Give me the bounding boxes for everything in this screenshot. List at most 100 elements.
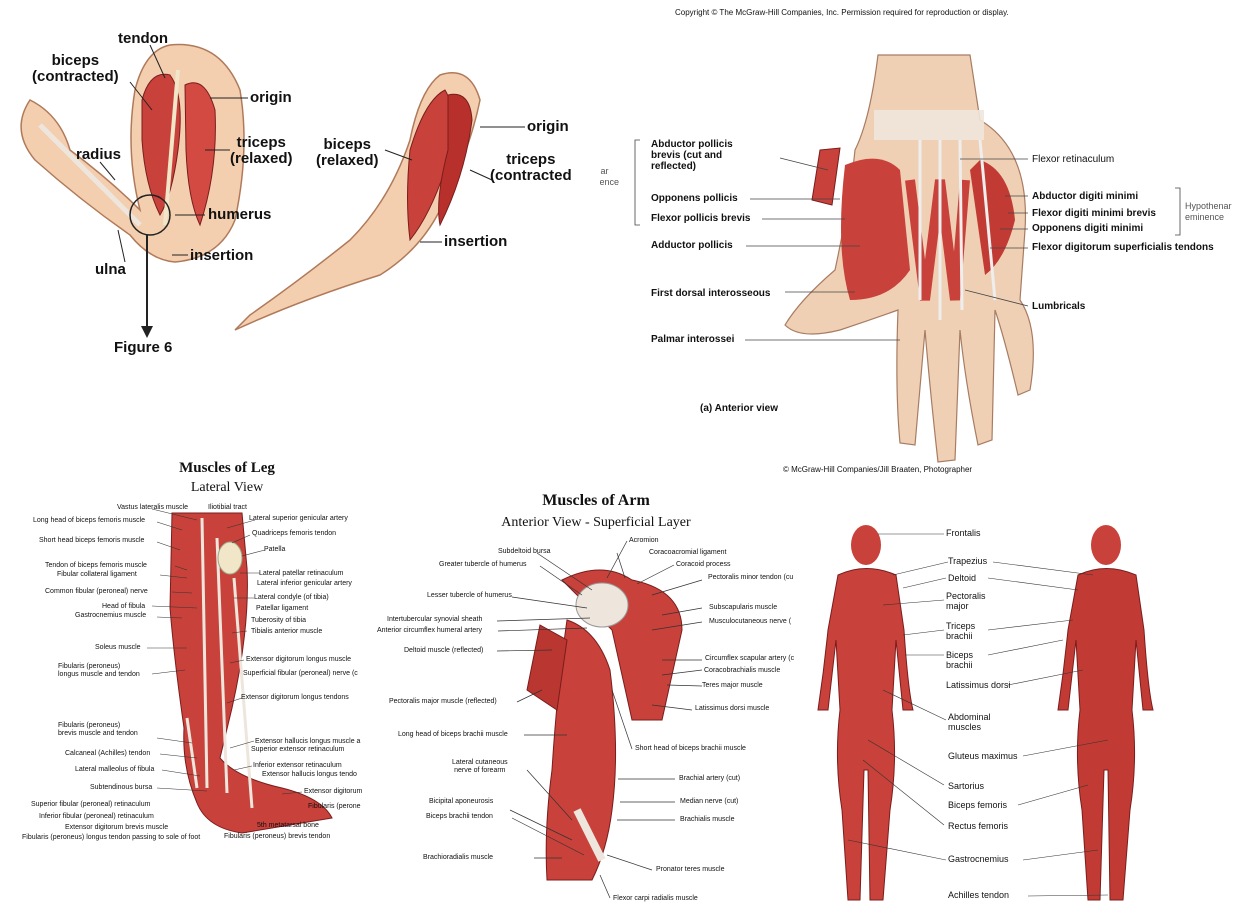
leg-label: 5th metatarsal bone [257, 822, 319, 830]
label-radius: radius [76, 147, 121, 163]
arm-label: Deltoid muscle (reflected) [404, 647, 483, 655]
reflected-flap [812, 148, 840, 205]
leg-label: Fibularis (perone [308, 803, 361, 811]
leg-label: Lateral inferior genicular artery [257, 580, 352, 588]
leg-label: Subtendinous bursa [90, 784, 152, 792]
label-opponens-digiti-minimi: Opponens digiti minimi [1032, 223, 1143, 234]
label-flexor-pollicis-brevis: Flexor pollicis brevis [651, 213, 750, 224]
body-label-deltoid: Deltoid [948, 573, 976, 583]
leg-label: Quadriceps femoris tendon [252, 530, 336, 538]
leg-label: Tendon of biceps femoris muscle [45, 562, 147, 570]
hand-muscles-diagram: Copyright © The McGraw-Hill Companies, I… [600, 0, 1257, 485]
leg-label: Extensor digitorum [304, 788, 362, 796]
arm-label: Subscapularis muscle [709, 604, 777, 612]
label-palmar-interossei: Palmar interossei [651, 334, 734, 345]
leg-label: Gastrocnemius muscle [75, 612, 146, 620]
arm-label: Musculocutaneous nerve ( [709, 618, 791, 626]
leg-label: Head of fibula [102, 603, 145, 611]
label-lumbricals: Lumbricals [1032, 301, 1085, 312]
leg-label: Extensor digitorum longus muscle [246, 656, 351, 664]
label-insertion-2: insertion [444, 234, 507, 250]
leg-label: Extensor hallucis longus tendo [262, 771, 357, 779]
leg-label: Fibularis (peroneus) longus tendon passi… [22, 834, 200, 842]
leg-label: Tuberosity of tibia [251, 617, 306, 625]
arm-anterior-diagram: Muscles of Arm Anterior View - Superfici… [362, 490, 808, 920]
arm-label: Acromion [629, 537, 659, 545]
body-label-trapezius: Trapezius [948, 556, 987, 566]
body-label-achilles-tendon: Achilles tendon [948, 890, 1009, 900]
arm-label: Short head of biceps brachii muscle [635, 745, 746, 753]
arm-label: Lateral cutaneous nerve of forearm [452, 759, 508, 775]
label-biceps-relaxed: biceps (relaxed) [316, 137, 379, 169]
label-figure-6: Figure 6 [114, 340, 172, 356]
leg-label: Inferior fibular (peroneal) retinaculum [39, 813, 154, 821]
label-biceps-contracted: biceps (contracted) [32, 53, 119, 85]
arm-label: Intertubercular synovial sheath [387, 616, 482, 624]
arm-label: Subdeltoid bursa [498, 548, 551, 556]
arm-label: Greater tubercle of humerus [439, 561, 527, 569]
arm-label: Bicipital aponeurosis [429, 798, 493, 806]
body-label-rectus-femoris: Rectus femoris [948, 821, 1008, 831]
arm-label: Teres major muscle [702, 682, 763, 690]
body-label-gluteus-maximus: Gluteus maximus [948, 751, 1018, 761]
leg-label: Fibular collateral ligament [57, 571, 137, 579]
view-caption: (a) Anterior view [700, 403, 778, 414]
leg-label: Extensor hallucis longus muscle a [255, 738, 360, 746]
palm-muscles [841, 159, 910, 300]
leg-label: Fibularis (peroneus) longus muscle and t… [58, 663, 140, 679]
arm-label: Flexor carpi radialis muscle [613, 895, 698, 903]
leg-label: Tibialis anterior muscle [251, 628, 322, 636]
body-label-abdominal-muscles: Abdominal muscles [948, 712, 991, 732]
leg-label: Inferior extensor retinaculum [253, 762, 342, 770]
body-label-biceps-brachii: Biceps brachii [946, 650, 973, 670]
arm-flexion-diagram: tendon biceps (contracted) origin tricep… [0, 0, 600, 430]
label-flexor-digiti-minimi-brevis: Flexor digiti minimi brevis [1032, 208, 1156, 219]
label-tendon: tendon [118, 31, 168, 47]
label-adductor-pollicis: Adductor pollicis [651, 240, 733, 251]
leg-label: Extensor digitorum longus tendons [241, 694, 349, 702]
arm-label: Lesser tubercle of humerus [427, 592, 512, 600]
leg-label: Iliotibial tract [208, 504, 247, 512]
label-insertion-1: insertion [190, 248, 253, 264]
leg-label: Fibularis (peroneus) brevis muscle and t… [58, 722, 138, 738]
arm-label: Circumflex scapular artery (c [705, 655, 794, 663]
posterior-figure [1058, 525, 1153, 900]
leg-label: Short head biceps femoris muscle [39, 537, 144, 545]
leg-label: Soleus muscle [95, 644, 141, 652]
arm-label: Pectoralis minor tendon (cu [708, 574, 793, 582]
label-triceps-contracted: triceps (contracted [490, 152, 572, 184]
label-origin-1: origin [250, 90, 292, 106]
arm-label: Median nerve (cut) [680, 798, 738, 806]
copyright-bottom: © McGraw-Hill Companies/Jill Braaten, Ph… [783, 466, 972, 474]
arm-label: Pectoralis major muscle (reflected) [389, 698, 497, 706]
leg-label: Lateral condyle (of tibia) [254, 594, 329, 602]
label-ulna: ulna [95, 262, 126, 278]
arm-label: Coracoid process [676, 561, 730, 569]
label-abductor-pollicis-brevis: Abductor pollicis brevis (cut and reflec… [651, 139, 733, 172]
leg-label: Lateral patellar retinaculum [259, 570, 343, 578]
label-humerus: humerus [208, 207, 271, 223]
arm-label: Brachioradialis muscle [423, 854, 493, 862]
arm-label: Coracoacromial ligament [649, 549, 726, 557]
arm-label: Coracobrachialis muscle [704, 667, 780, 675]
label-abductor-digiti-minimi: Abductor digiti minimi [1032, 191, 1138, 202]
leg-label: Patellar ligament [256, 605, 308, 613]
arm-label: Brachial artery (cut) [679, 775, 740, 783]
flexor-retinaculum-band [874, 110, 984, 140]
label-hypothenar-eminence: Hypothenar eminence [1185, 201, 1232, 223]
leg-label: Lateral superior genicular artery [249, 515, 348, 523]
figure-arrowhead [141, 326, 153, 338]
leg-label: Superior extensor retinaculum [251, 746, 344, 754]
arm-label: Anterior circumflex humeral artery [377, 627, 482, 635]
body-label-frontalis: Frontalis [946, 528, 981, 538]
full-body-muscles-diagram: Frontalis Trapezius Deltoid Pectoralis m… [808, 520, 1170, 918]
label-flexor-digitorum-superficialis-tendons: Flexor digitorum superficialis tendons [1032, 242, 1214, 253]
label-first-dorsal-interosseous: First dorsal interosseous [651, 288, 770, 299]
leg-label: Lateral malleolus of fibula [75, 766, 154, 774]
arm-label: Pronator teres muscle [656, 866, 724, 874]
label-origin-2: origin [527, 119, 569, 135]
body-label-latissimus-dorsi: Latissimus dorsi [946, 680, 1011, 690]
leg-label: Vastus lateralis muscle [117, 504, 188, 512]
arm-label: Long head of biceps brachii muscle [398, 731, 508, 739]
label-triceps-relaxed: triceps (relaxed) [230, 135, 293, 167]
